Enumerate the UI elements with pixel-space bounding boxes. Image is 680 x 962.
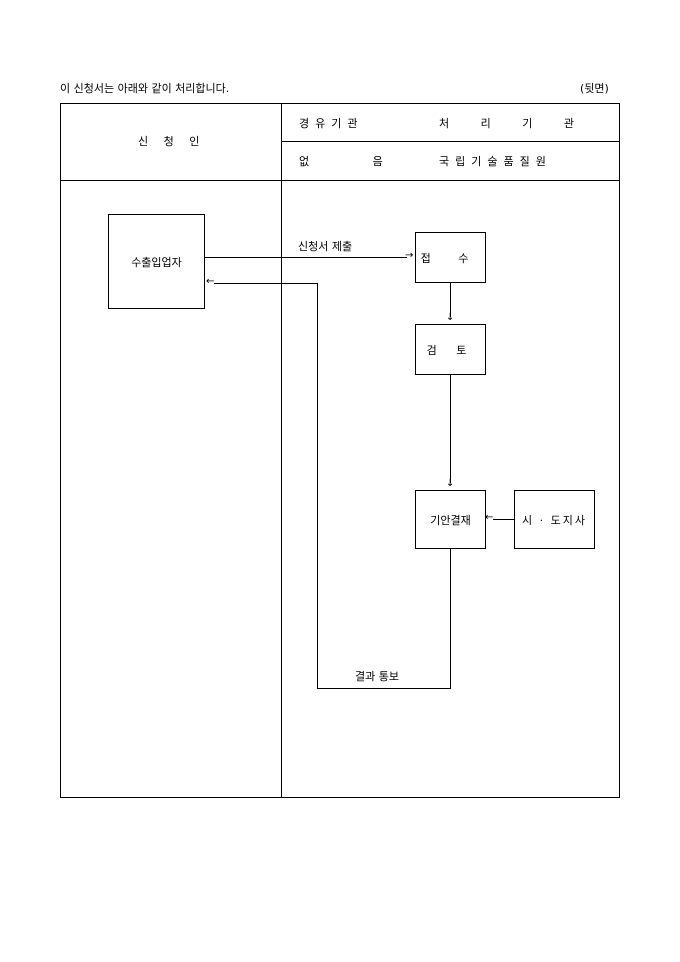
table-header-divider: [60, 180, 620, 181]
result-line-bottom: [317, 688, 451, 689]
result-arrowhead-icon: ←: [206, 276, 215, 287]
approval-box: 기안결재: [415, 490, 486, 549]
province-box: 시 · 도지사: [514, 490, 595, 549]
applicant-header: 신 청 인: [138, 135, 206, 148]
via-value: 없 음: [299, 155, 413, 168]
result-line-down: [450, 549, 451, 688]
receive-label: 접 수: [420, 251, 481, 265]
receive-review-arrowhead-icon: ↓: [446, 312, 455, 323]
review-approval-line: [450, 375, 451, 483]
review-box: 검 토: [415, 324, 486, 375]
submit-arrowhead-icon: →: [405, 250, 414, 261]
province-approval-arrowhead-icon: ←: [485, 512, 494, 523]
processing-header: 처 리 기 관: [439, 117, 588, 130]
exporter-box: 수출입업자: [108, 214, 205, 309]
submit-arrow-line: [205, 257, 407, 258]
province-approval-line: [493, 519, 514, 520]
receive-box: 접 수: [415, 232, 486, 283]
approval-label: 기안결재: [430, 513, 471, 527]
province-label: 시 · 도지사: [522, 513, 587, 527]
review-label: 검 토: [426, 343, 475, 357]
submit-label: 신청서 제출: [298, 240, 353, 253]
process-table: [60, 103, 620, 798]
receive-review-line: [450, 283, 451, 317]
exporter-label: 수출입업자: [131, 255, 182, 269]
page-side-label: (뒷면): [580, 82, 609, 95]
result-line-top: [214, 283, 318, 284]
intro-text: 이 신청서는 아래와 같이 처리합니다.: [60, 82, 230, 95]
table-vertical-divider: [281, 103, 282, 798]
result-label: 결과 통보: [355, 670, 399, 683]
table-subheader-divider: [281, 141, 620, 142]
via-header: 경유기관: [299, 117, 364, 130]
review-approval-arrowhead-icon: ↓: [446, 478, 455, 489]
result-line-up: [317, 283, 318, 689]
processing-value: 국립기술품질원: [439, 155, 552, 168]
